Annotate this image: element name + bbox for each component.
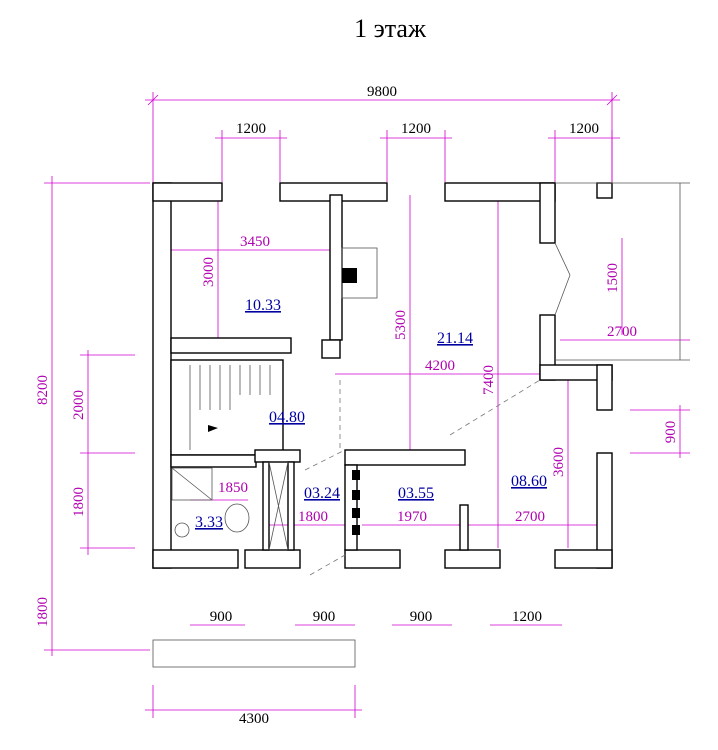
dim-bottom-2: 900 — [313, 609, 336, 625]
dim-right-window: 900 — [663, 421, 679, 444]
dim-hall-h: 5300 — [393, 310, 409, 340]
dim-bath-w: 1850 — [218, 480, 248, 496]
dim-left-3: 1800 — [35, 597, 51, 627]
stove-icon — [342, 268, 357, 283]
dim-room1-w: 3450 — [240, 234, 270, 250]
area-stair: 04.80 — [269, 409, 305, 426]
dim-left-total: 8200 — [35, 375, 51, 405]
area-bath: 3.33 — [195, 514, 223, 531]
dim-top-2: 1200 — [401, 121, 431, 137]
dim-s2-w: 1970 — [397, 509, 427, 525]
area-labels: 10.33 21.14 04.80 03.24 03.55 08.60 3.33 — [195, 297, 547, 531]
plan-title: 1 этаж — [354, 14, 426, 43]
dim-left-1: 2000 — [71, 390, 87, 420]
dim-right-h: 7400 — [481, 365, 497, 395]
dim-left-2: 1800 — [71, 487, 87, 517]
dim-room1-h: 3000 — [201, 257, 217, 287]
dim-top-total: 9800 — [367, 84, 397, 100]
dim-bottom-total: 4300 — [239, 711, 269, 727]
area-room-1: 10.33 — [245, 297, 281, 314]
dim-r8-w: 2700 — [515, 509, 545, 525]
dim-bottom-1: 900 — [210, 609, 233, 625]
dim-hall-w: 4200 — [425, 358, 455, 374]
dim-right-w: 2700 — [607, 324, 637, 340]
fixtures — [152, 182, 690, 668]
area-hall: 21.14 — [437, 330, 473, 347]
toilet-icon — [224, 503, 250, 533]
area-room-8: 08.60 — [511, 473, 547, 490]
dim-bottom-3: 900 — [410, 609, 433, 625]
dim-bottom-4: 1200 — [512, 609, 542, 625]
stair-icon — [189, 365, 271, 450]
dim-r8-h: 3600 — [551, 447, 567, 477]
dim-top-3: 1200 — [569, 121, 599, 137]
sink-icon — [174, 522, 190, 538]
dimension-labels: 9800 1200 1200 1200 8200 2000 1800 1800 … — [35, 84, 679, 727]
dim-s1-w: 1800 — [298, 509, 328, 525]
area-s-2: 03.55 — [398, 485, 434, 502]
area-s-1: 03.24 — [304, 485, 340, 502]
dim-top-1: 1200 — [236, 121, 266, 137]
dimension-lines — [44, 92, 690, 718]
dim-right-door: 1500 — [605, 263, 621, 293]
